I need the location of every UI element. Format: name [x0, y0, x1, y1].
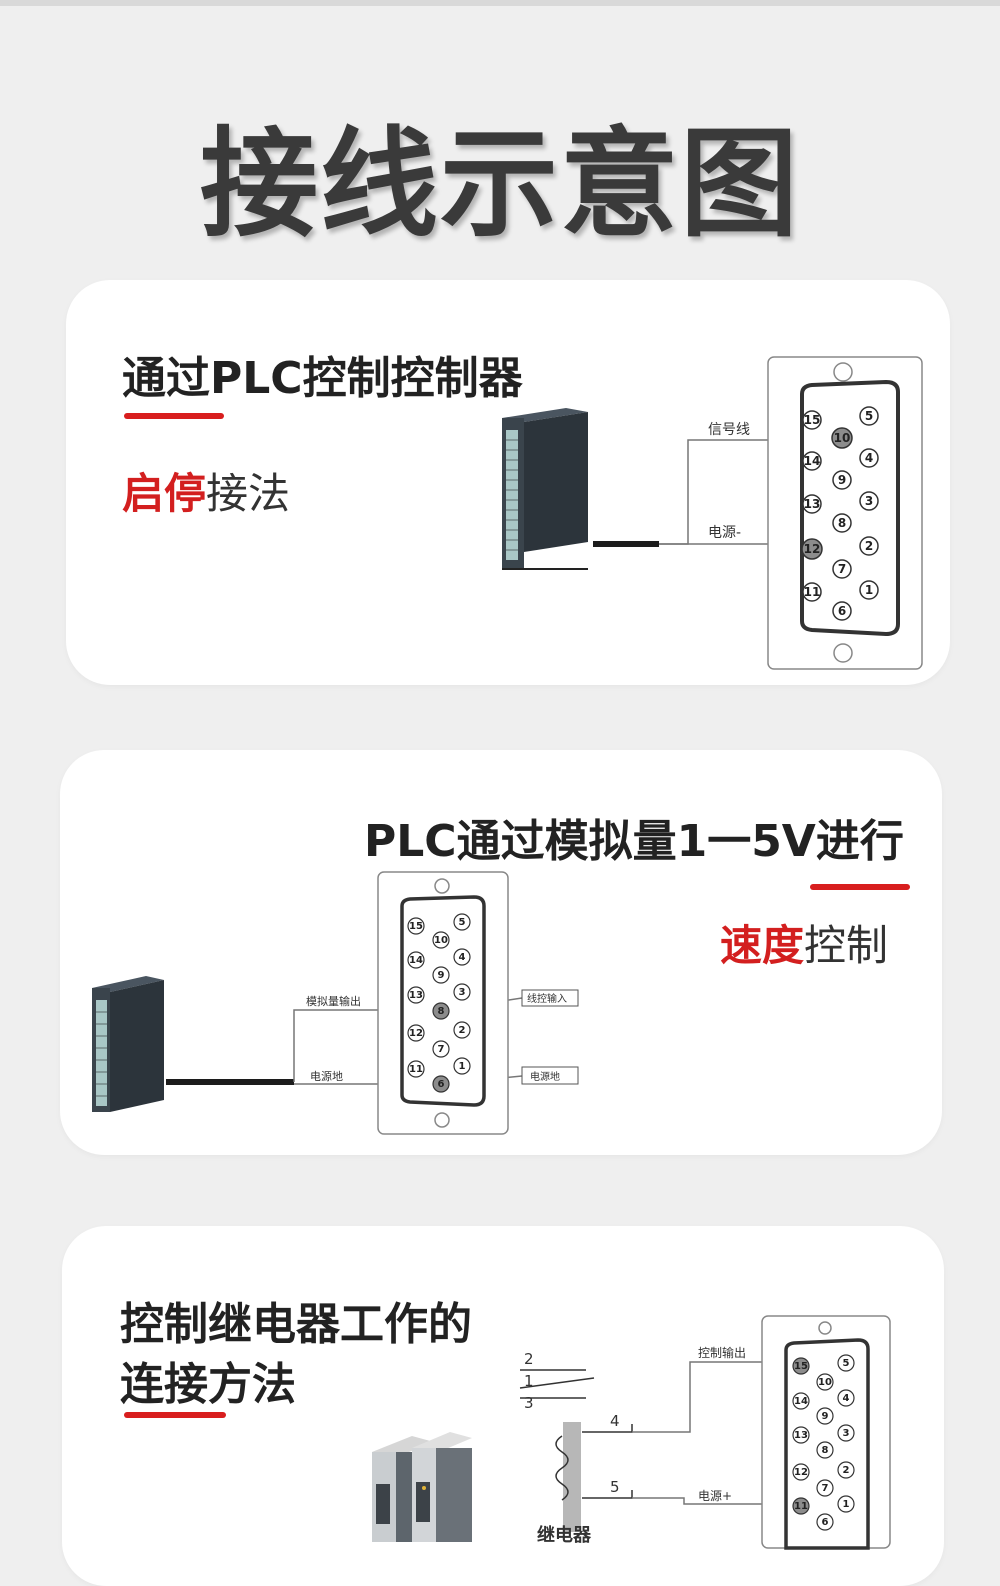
card-start-stop: 通过PLC控制控制器 启停接法 信号线 电源-	[66, 280, 950, 685]
section2-heading: PLC通过模拟量1一5V进行	[364, 816, 904, 867]
wire-label-signal: 信号线	[708, 422, 750, 438]
pin-10: 10	[818, 1377, 832, 1388]
pin-8: 8	[838, 516, 846, 530]
pin-15: 15	[794, 1361, 808, 1372]
wire-label-analog-out: 模拟量输出	[306, 994, 361, 1008]
contact-5: 5	[610, 1478, 620, 1496]
db15-connector	[761, 1315, 891, 1550]
section3-red-bar	[124, 1412, 226, 1418]
pin-5: 5	[865, 409, 873, 423]
pin-10: 10	[834, 431, 851, 445]
pin-4: 4	[843, 1393, 850, 1404]
pin-13: 13	[794, 1430, 808, 1441]
page-title: 接线示意图	[199, 115, 800, 253]
pin-6: 6	[822, 1517, 829, 1528]
pin-3: 3	[843, 1428, 850, 1439]
wire-label-control-out: 控制输出	[698, 1345, 746, 1360]
section2-sub-rest: 控制	[804, 921, 889, 970]
pin-6: 6	[838, 604, 846, 618]
pin-3: 3	[459, 987, 466, 998]
relay-schematic	[519, 1369, 633, 1532]
contact-2: 2	[524, 1350, 534, 1368]
section1-subtitle: 启停接法	[122, 460, 290, 521]
pin-14: 14	[794, 1396, 808, 1407]
pin-12: 12	[794, 1467, 808, 1478]
contact-4: 4	[610, 1412, 620, 1430]
pin-7: 7	[438, 1044, 445, 1055]
contact-1: 1	[524, 1372, 534, 1390]
wire-label-power-plus: 电源+	[698, 1489, 732, 1503]
pin-1: 1	[843, 1499, 850, 1510]
pin-14: 14	[804, 454, 821, 468]
section3-diagram: 2 1 3 4 5 继电器 控制输出 电源+ 15 5 10 14 4 9 13…	[372, 1315, 891, 1550]
relay-label: 继电器	[537, 1524, 592, 1546]
pin-12: 12	[409, 1028, 423, 1039]
pin-7: 7	[822, 1483, 829, 1494]
pin-2: 2	[865, 539, 873, 553]
section1-sub-rest: 接法	[206, 469, 291, 518]
plc-module-icon	[92, 976, 164, 1112]
section3-heading-line2: 连接方法	[120, 1359, 296, 1410]
pin-1: 1	[865, 583, 873, 597]
pin-9: 9	[838, 473, 846, 487]
contact-3: 3	[524, 1394, 534, 1412]
section2-subtitle: 速度控制	[720, 912, 888, 973]
pin-5: 5	[843, 1358, 850, 1369]
section1-diagram: 信号线 电源- 15 5 10 14 4 9 13 3 8 12 2 7 11 …	[502, 356, 923, 670]
pin-2: 2	[843, 1465, 850, 1476]
pin-2: 2	[459, 1025, 466, 1036]
pin-4: 4	[865, 451, 873, 465]
pin-11: 11	[804, 585, 821, 599]
pin-8: 8	[438, 1006, 445, 1017]
cable	[593, 541, 659, 547]
pin-11: 11	[409, 1064, 423, 1075]
section2-red-bar	[810, 884, 910, 890]
wire-label-power-ground-right: 电源地	[530, 1070, 560, 1083]
db15-connector	[767, 356, 923, 670]
plc-module-icon	[502, 408, 588, 570]
pin-1: 1	[459, 1061, 466, 1072]
pin-15: 15	[409, 921, 423, 932]
wire-label-power-ground: 电源地	[310, 1069, 343, 1083]
section2-diagram: 模拟量输出 电源地 线控输入 电源地 15 5 10 14 4 9 13 3 8…	[92, 871, 579, 1135]
pin-6: 6	[438, 1079, 445, 1090]
section1-red-bar	[124, 413, 224, 419]
cable	[166, 1079, 294, 1085]
relay-module-icon	[372, 1432, 472, 1542]
section1-heading: 通过PLC控制控制器	[122, 353, 523, 404]
pin-13: 13	[804, 497, 821, 511]
wire-label-remote-input: 线控输入	[527, 992, 567, 1005]
pin-11: 11	[794, 1501, 808, 1512]
pin-9: 9	[438, 970, 445, 981]
top-divider	[0, 0, 1000, 6]
pin-3: 3	[865, 494, 873, 508]
pin-14: 14	[409, 955, 423, 966]
section3-heading-line1: 控制继电器工作的	[120, 1299, 472, 1350]
pin-4: 4	[459, 952, 466, 963]
pin-15: 15	[804, 413, 821, 427]
pin-5: 5	[459, 917, 466, 928]
pin-12: 12	[804, 542, 821, 556]
pin-7: 7	[838, 562, 846, 576]
pin-9: 9	[822, 1411, 829, 1422]
section2-sub-accent: 速度	[720, 921, 805, 970]
section1-sub-accent: 启停	[122, 469, 207, 518]
wire-label-power: 电源-	[708, 525, 741, 541]
card-speed-control: PLC通过模拟量1一5V进行 速度控制 模拟量输出 电源地 线控输入	[60, 750, 942, 1155]
pin-13: 13	[409, 990, 423, 1001]
pin-10: 10	[434, 935, 448, 946]
pin-8: 8	[822, 1445, 829, 1456]
card-relay: 控制继电器工作的 连接方法 2 1 3	[62, 1226, 944, 1586]
